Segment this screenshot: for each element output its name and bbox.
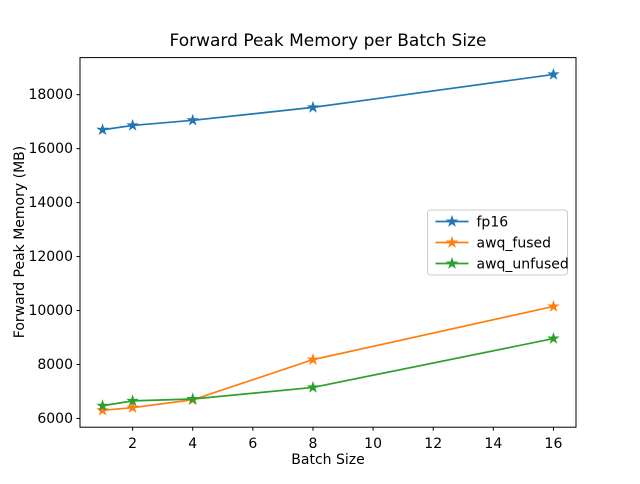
x-tick-label: 14 <box>484 436 502 452</box>
x-tick-label: 16 <box>545 436 563 452</box>
y-tick-label: 6000 <box>37 411 73 427</box>
y-tick-label: 10000 <box>28 303 73 319</box>
series-fp16-marker <box>186 113 200 126</box>
y-tick-label: 16000 <box>28 141 73 157</box>
series-awq_fused-marker <box>547 299 560 312</box>
series-awq_unfused-marker <box>186 392 200 405</box>
legend-sample-marker <box>445 235 459 248</box>
series-awq_unfused-marker <box>96 399 109 412</box>
series-awq_fused-marker <box>96 403 109 416</box>
x-tick-label: 8 <box>309 436 318 452</box>
y-tick-label: 18000 <box>28 87 73 103</box>
chart-title: Forward Peak Memory per Batch Size <box>170 31 487 51</box>
series-awq_fused-line <box>102 305 554 412</box>
y-tick-label: 8000 <box>37 357 73 373</box>
series-awq_fused-marker <box>126 401 139 413</box>
series-fp16-line <box>102 73 554 131</box>
y-axis-label: Forward Peak Memory (MB) <box>12 146 28 338</box>
y-tick-label: 14000 <box>28 195 73 211</box>
legend-entry-fp16: fp16 <box>477 215 509 231</box>
x-tick-label: 6 <box>248 436 257 452</box>
legend-box <box>427 209 568 276</box>
series-fp16-marker <box>306 100 320 113</box>
series-awq_fused-marker <box>306 353 320 365</box>
x-tick-label: 10 <box>364 436 382 452</box>
x-tick-label: 2 <box>128 436 137 452</box>
series-awq_unfused-line <box>102 337 554 407</box>
legend-sample-marker <box>445 256 459 269</box>
legend-entry-awq_unfused: awq_unfused <box>477 257 569 273</box>
series-awq_unfused-marker <box>126 394 139 407</box>
series-fp16-marker <box>96 123 109 136</box>
x-tick-label: 4 <box>188 436 197 452</box>
series-fp16-marker <box>126 118 139 131</box>
x-axis-label: Batch Size <box>291 452 364 468</box>
x-tick-label: 12 <box>424 436 442 452</box>
series-awq_unfused-marker <box>547 331 560 344</box>
legend-sample-marker <box>445 214 459 227</box>
series-awq_unfused-marker <box>306 380 320 393</box>
axes-frame <box>79 57 577 428</box>
y-tick-label: 12000 <box>28 249 73 265</box>
legend-entry-awq_fused: awq_fused <box>477 236 552 252</box>
series-fp16-marker <box>547 67 560 80</box>
